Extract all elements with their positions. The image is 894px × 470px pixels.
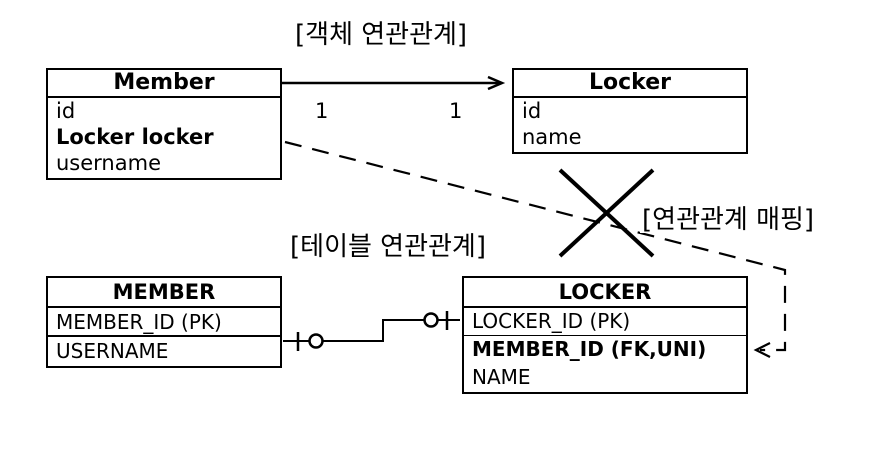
member-table-pk: MEMBER_ID (PK) — [48, 308, 280, 337]
multiplicity-right: 1 — [449, 99, 463, 123]
member-table-username: USERNAME — [56, 339, 169, 363]
locker-side-circle — [423, 312, 439, 328]
member-table-header: MEMBER — [48, 278, 280, 308]
locker-field-name: name — [522, 125, 582, 149]
association-arrow-head — [487, 75, 506, 91]
locker-table: LOCKER LOCKER_ID (PK) MEMBER_ID (FK,UNI)… — [462, 276, 748, 394]
locker-table-fk: MEMBER_ID (FK,UNI) — [472, 337, 707, 361]
locker-entity-header: Locker — [514, 70, 746, 98]
locker-field-id: id — [522, 99, 542, 123]
table-relation-line — [283, 319, 460, 342]
cross-mark-b — [558, 168, 655, 258]
locker-entity: Locker id name — [512, 68, 748, 154]
locker-table-pk: LOCKER_ID (PK) — [464, 308, 746, 336]
table-relation-title: [테이블 연관관계] — [290, 232, 486, 262]
member-entity-header: Member — [48, 70, 280, 98]
member-side-circle — [308, 333, 324, 349]
member-field-username: username — [56, 151, 161, 175]
object-relation-title: [객체 연관관계] — [295, 20, 468, 50]
member-field-id: id — [56, 99, 76, 123]
multiplicity-left: 1 — [315, 99, 329, 123]
locker-table-name: NAME — [472, 365, 531, 389]
mapping-arrow-head — [753, 342, 771, 358]
member-entity: Member id Locker locker username — [46, 68, 282, 180]
member-table: MEMBER MEMBER_ID (PK) USERNAME — [46, 276, 282, 368]
mapping-title: [연관관계 매핑] — [640, 205, 817, 235]
locker-table-header: LOCKER — [464, 278, 746, 308]
mapping-dashed-line — [284, 140, 787, 352]
member-field-locker: Locker locker — [56, 125, 214, 149]
